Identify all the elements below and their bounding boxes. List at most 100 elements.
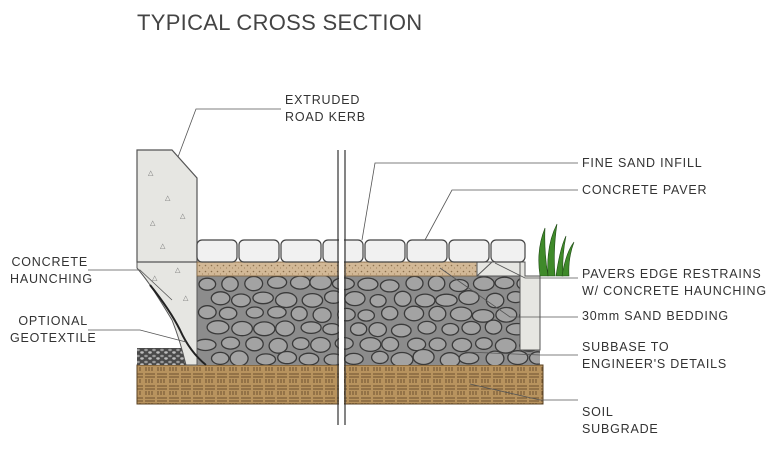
subbase-stone	[359, 336, 382, 353]
label-haunch-line-1: CONCRETE	[11, 255, 88, 269]
label-haunch-line-2: HAUNCHING	[10, 272, 93, 286]
subbase-layer	[196, 273, 540, 365]
subbase-stone	[449, 306, 473, 322]
subbase-stone	[458, 290, 480, 306]
subbase-stone	[451, 337, 473, 353]
subbase-stone	[369, 293, 387, 308]
subbase-stone	[267, 305, 287, 319]
subbase-stone	[494, 276, 515, 290]
label-extruded-road-kerb: EXTRUDED ROAD KERB	[285, 92, 366, 126]
subbase-stone	[268, 337, 288, 354]
label-soil-line-2: SUBGRADE	[582, 422, 659, 436]
subbase-stone	[368, 321, 388, 338]
concrete-pavers	[196, 239, 526, 263]
label-subbase-line-1: SUBBASE TO	[582, 340, 670, 354]
subbase-stone	[298, 352, 320, 365]
subbase-stone	[230, 293, 252, 308]
subbase-stone	[474, 337, 493, 350]
subbase-stone	[428, 305, 447, 322]
subbase-stone	[210, 351, 230, 365]
subbase-stone	[310, 336, 331, 353]
label-kerb-line-2: ROAD KERB	[285, 110, 366, 124]
subbase-stone	[245, 336, 264, 352]
subbase-stone	[343, 352, 364, 365]
subbase-stone	[301, 292, 324, 308]
subbase-stone	[428, 337, 447, 352]
subbase-stone	[417, 320, 437, 335]
subbase-stone	[414, 293, 436, 308]
subbase-stone	[381, 336, 400, 352]
subbase-stone	[206, 320, 230, 335]
subbase-stone	[344, 290, 366, 307]
subbase-stone	[245, 306, 264, 319]
subbase-stone	[357, 277, 379, 291]
subbase-stone	[357, 309, 376, 322]
subbase-stone	[494, 337, 517, 354]
label-concrete-paver: CONCRETE PAVER	[582, 183, 708, 197]
grass	[538, 223, 575, 277]
svg-text:△: △	[180, 212, 186, 220]
subbase-stone	[349, 322, 368, 337]
subbase-stone	[448, 278, 470, 293]
subbase-stone	[196, 338, 217, 352]
label-sand-bedding: 30mm SAND BEDDING	[582, 309, 729, 323]
subbase-stone	[220, 336, 241, 350]
svg-text:△: △	[148, 169, 154, 177]
label-soil-line-1: SOIL	[582, 405, 614, 419]
subbase-stone	[290, 306, 308, 322]
subbase-stone	[484, 319, 503, 335]
subbase-stone	[472, 276, 495, 292]
label-kerb-line-1: EXTRUDED	[285, 93, 361, 107]
subbase-stone	[461, 320, 482, 336]
subbase-stone	[300, 321, 322, 335]
subbase-stone	[210, 291, 231, 306]
sand-bedding	[196, 261, 478, 277]
subbase-stone	[403, 305, 425, 322]
subbase-stone	[253, 321, 276, 337]
subbase-stone	[221, 276, 239, 292]
label-edge-line-2: W/ CONCRETE HAUNCHING	[582, 284, 767, 298]
subbase-stone	[380, 305, 399, 321]
subbase-stone	[198, 277, 217, 291]
subbase-stone	[471, 308, 495, 323]
subbase-stone	[379, 279, 400, 293]
diagram-title: TYPICAL CROSS SECTION	[137, 10, 423, 35]
subbase-stone	[485, 292, 505, 309]
label-subbase: SUBBASE TO ENGINEER'S DETAILS	[582, 339, 727, 373]
subbase-stone	[412, 348, 435, 365]
subbase-stone	[390, 323, 412, 338]
label-soil-subgrade: SOIL SUBGRADE	[582, 404, 659, 438]
svg-text:△: △	[175, 266, 181, 274]
label-edge-line-1: PAVERS EDGE RESTRAINS	[582, 267, 762, 281]
svg-text:△: △	[152, 274, 158, 282]
subbase-stone	[528, 351, 540, 365]
label-pavers-edge-restrains: PAVERS EDGE RESTRAINS W/ CONCRETE HAUNCH…	[582, 266, 767, 300]
subbase-stone	[274, 292, 298, 309]
label-fine-sand-infill: FINE SAND INFILL	[582, 156, 703, 170]
subbase-stone	[427, 275, 446, 292]
subbase-stone	[485, 350, 505, 365]
subbase-stone	[435, 293, 458, 307]
subbase-stone	[309, 274, 333, 291]
subbase-stone	[218, 306, 238, 321]
subbase-stone	[390, 351, 414, 365]
subbase-stone	[507, 350, 529, 365]
extruded-road-kerb	[136, 149, 198, 263]
subbase-stone	[231, 320, 254, 337]
label-geo-line-1: OPTIONAL	[18, 314, 88, 328]
subbase-stone	[244, 275, 264, 292]
subbase-stone	[289, 275, 311, 290]
geotextile-gravel	[137, 348, 197, 365]
subbase-stone	[441, 322, 460, 336]
label-subbase-line-2: ENGINEER'S DETAILS	[582, 357, 728, 371]
label-geo-line-2: GEOTEXTILE	[10, 331, 97, 345]
subbase-stone	[370, 350, 389, 365]
subbase-stone	[405, 275, 424, 291]
subbase-stone	[197, 305, 217, 320]
subbase-stone	[229, 350, 249, 365]
subbase-stone	[255, 353, 277, 365]
svg-text:△: △	[165, 194, 171, 202]
subbase-stone	[291, 337, 310, 351]
